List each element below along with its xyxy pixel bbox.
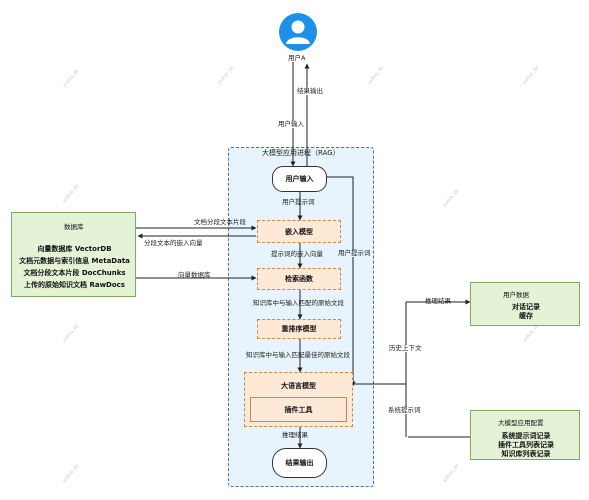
app-config-box: 大模型应用配置 系统提示词记录 插件工具列表记录 知识库列表记录 — [470, 410, 580, 460]
label-history-context: 历史上下文 — [388, 344, 423, 352]
result-output-node[interactable]: 结果输出 — [272, 448, 327, 478]
label-user-input: 用户输入 — [277, 120, 305, 128]
plugin-tools-node[interactable]: 插件工具 — [250, 397, 347, 422]
line-user-prompt-right — [327, 176, 354, 384]
llm-label: 大语言模型 — [281, 382, 316, 390]
app-config-item: 知识库列表记录 — [501, 450, 551, 458]
user-input-node[interactable]: 用户输入 — [272, 166, 327, 192]
rerank-model-node[interactable]: 重排序模型 — [257, 319, 341, 339]
user-name: 用户A — [288, 54, 306, 62]
label-best-docs: 知识库中与输入匹配最佳的原始文段 — [246, 351, 350, 359]
label-infer-result: 推理结果 — [282, 431, 308, 439]
user-data-title: 用户数据 — [503, 291, 529, 299]
retrieval-function-node[interactable]: 检索函数 — [257, 268, 341, 290]
user-icon — [279, 13, 317, 51]
label-prompt-embedding: 提示词的嵌入向量 — [271, 250, 323, 258]
label-infer-result-right: 推理结果 — [425, 297, 451, 305]
label-chunk-embeddings: 分段文本的嵌入向量 — [144, 239, 203, 247]
rag-title: 大模型应用进程（RAG） — [262, 149, 340, 157]
label-matched-docs: 知识库中与输入匹配的原始文段 — [253, 299, 344, 307]
database-item: 上传的原始知识文档 RawDocs — [24, 281, 125, 289]
user-data-item: 对话记录 — [512, 303, 540, 311]
user-data-item: 缓存 — [519, 312, 533, 320]
app-config-item: 系统提示词记录 — [501, 432, 551, 440]
user-data-box: 用户数据 对话记录 缓存 — [470, 282, 580, 326]
database-box: 数据库 向量数据库 VectorDB 文档元数据与索引信息 MetaData 文… — [11, 212, 136, 297]
database-item: 文档元数据与索引信息 MetaData — [19, 257, 130, 265]
label-user-prompt-right: 用户提示词 — [337, 249, 372, 257]
app-config-item: 插件工具列表记录 — [498, 441, 554, 449]
app-config-title: 大模型应用配置 — [498, 419, 544, 427]
label-result-output: 结果输出 — [296, 87, 324, 95]
label-vector-db: 向量数据库 — [178, 271, 211, 279]
database-item: 文档分段文本片段 DocChunks — [23, 269, 126, 277]
label-doc-chunks: 文档分段文本片段 — [194, 218, 246, 226]
embedding-model-node[interactable]: 嵌入模型 — [257, 220, 341, 243]
database-item: 向量数据库 VectorDB — [37, 245, 112, 253]
label-user-prompt: 用户提示词 — [282, 198, 315, 206]
database-title: 数据库 — [64, 223, 84, 231]
label-system-prompt: 系统提示词 — [387, 406, 422, 414]
